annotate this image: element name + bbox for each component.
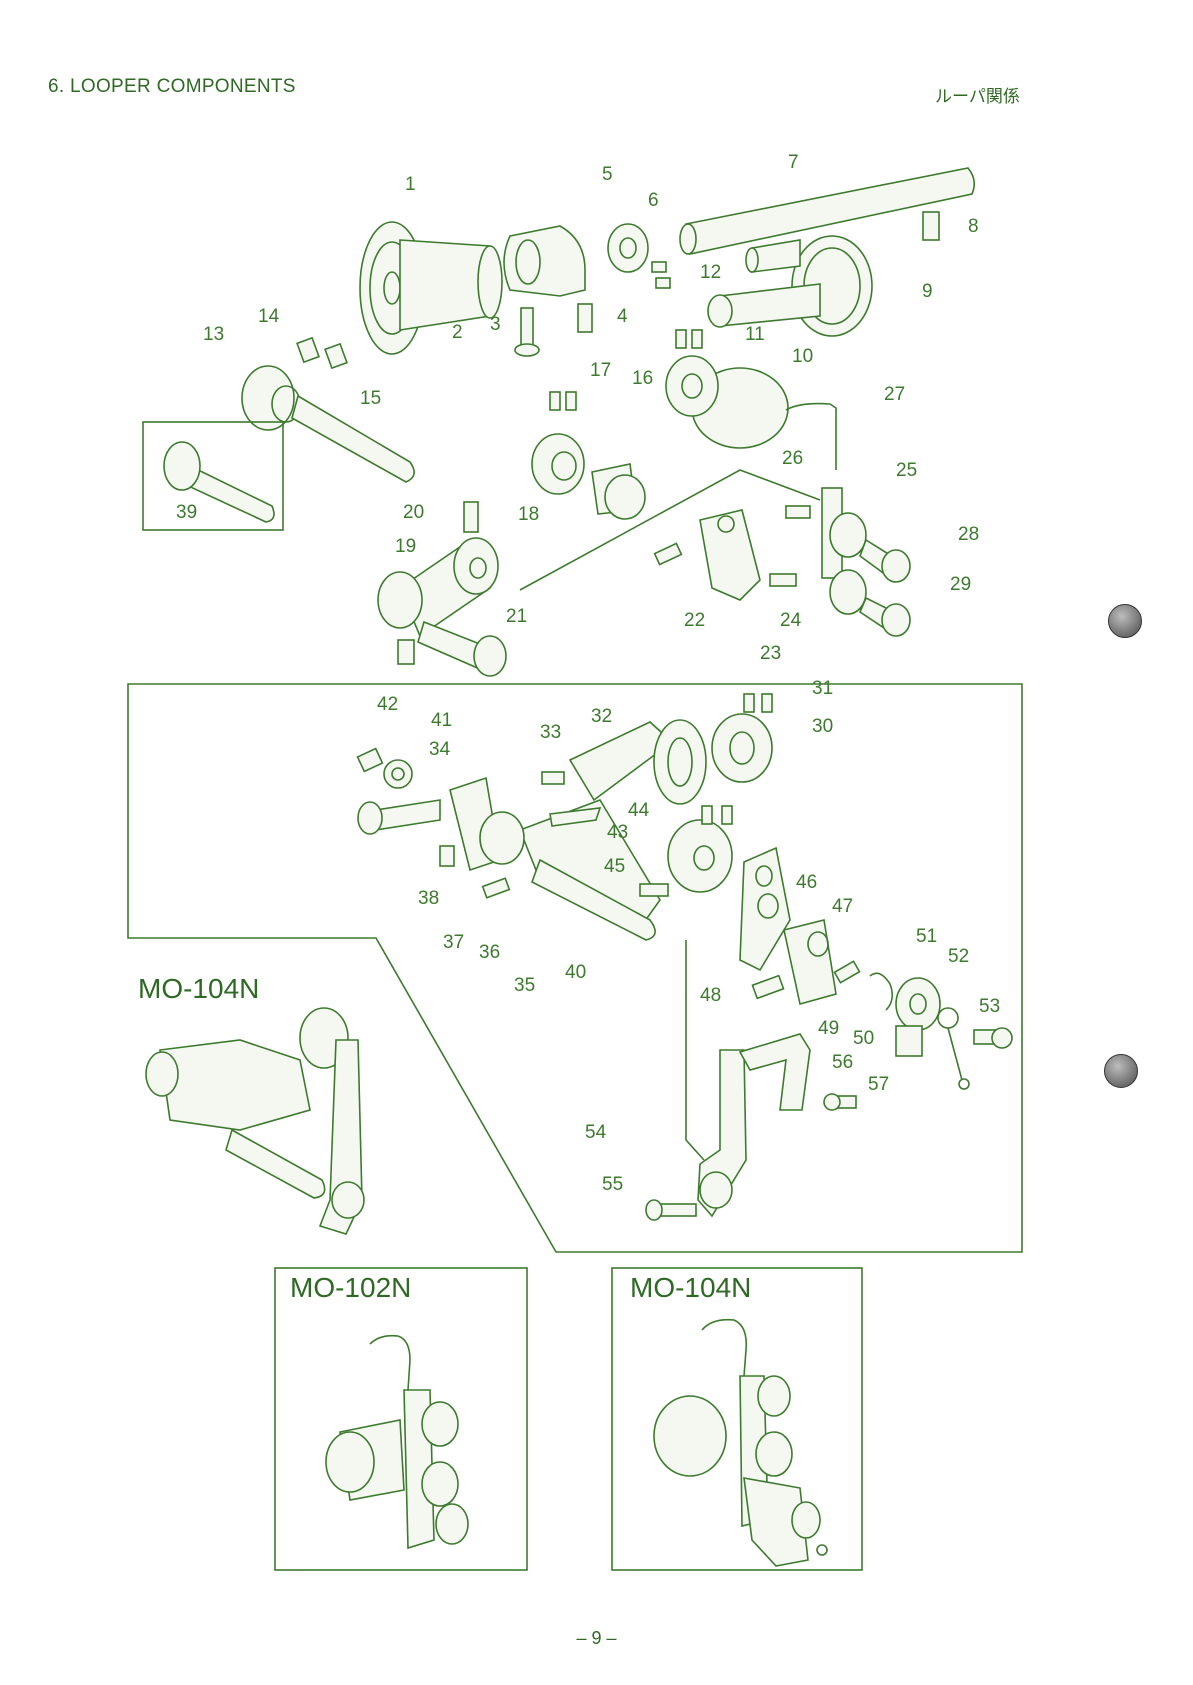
part-number-label: 7	[788, 152, 799, 173]
mo102n-assembly	[326, 1336, 468, 1548]
part-number-label: 22	[684, 610, 705, 631]
part-number-label: 53	[979, 996, 1000, 1017]
part-number-label: 16	[632, 368, 653, 389]
part-number-label: 40	[565, 962, 586, 983]
model-label-mo102n: MO-102N	[290, 1272, 411, 1303]
part-number-label: 5	[602, 164, 613, 185]
bevel-gear-part	[360, 222, 502, 354]
part-number-label: 57	[868, 1074, 889, 1095]
part-number-label: 33	[540, 722, 561, 743]
part-number-label: 56	[832, 1052, 853, 1073]
part-number-label: 34	[429, 739, 451, 760]
part-number-label: 31	[812, 678, 833, 699]
part-number-label: 49	[818, 1018, 839, 1039]
part-number-label: 38	[418, 888, 439, 909]
part-number-label: 51	[916, 926, 937, 947]
part-number-label: 3	[490, 314, 501, 335]
looper-crank-part	[504, 226, 585, 296]
part-number-label: 23	[760, 643, 781, 664]
part-number-label: 20	[403, 502, 424, 523]
page-number: – 9 –	[0, 1628, 1193, 1649]
part-number-label: 50	[853, 1028, 874, 1049]
model-label-inset: MO-104N	[138, 973, 259, 1004]
part-number-label: 37	[443, 932, 464, 953]
part-number-label: 19	[395, 536, 416, 557]
part-number-label: 45	[604, 856, 625, 877]
part-number-label: 39	[176, 502, 197, 523]
part-number-label: 9	[922, 281, 933, 302]
part-number-label: 1	[405, 174, 416, 195]
binder-hole-lower	[1104, 1054, 1138, 1088]
part-number-label: 44	[628, 800, 650, 821]
part-number-label: 25	[896, 460, 917, 481]
part-number-label: 2	[452, 322, 463, 343]
part-number-label: 47	[832, 896, 853, 917]
part-number-label: 13	[203, 324, 224, 345]
part-number-label: 11	[745, 324, 765, 345]
part-number-label: 28	[958, 524, 979, 545]
part-number-label: 27	[884, 384, 905, 405]
model-label-mo104n: MO-104N	[630, 1272, 751, 1303]
part-number-label: 30	[812, 716, 833, 737]
part-number-label: 4	[617, 306, 628, 327]
part-number-label: 26	[782, 448, 803, 469]
inset-assembly-left	[146, 1008, 364, 1234]
part-number-label: 52	[948, 946, 969, 967]
part-number-label: 10	[792, 346, 813, 367]
binder-hole-upper	[1108, 604, 1142, 638]
part-number-label: 8	[968, 216, 979, 237]
part-number-label: 54	[585, 1122, 607, 1143]
part-number-label: 42	[377, 694, 398, 715]
part-number-label: 14	[258, 306, 280, 327]
mo104n-assembly	[654, 1320, 827, 1566]
part-number-label: 12	[700, 262, 721, 283]
part-number-label: 48	[700, 985, 721, 1006]
part-number-label: 43	[607, 822, 628, 843]
part-number-label: 32	[591, 706, 612, 727]
part-number-label: 36	[479, 942, 500, 963]
part-number-label: 29	[950, 574, 971, 595]
part-number-label: 21	[506, 606, 527, 627]
part-number-label: 46	[796, 872, 817, 893]
part-number-label: 35	[514, 975, 535, 996]
part-number-label: 24	[780, 610, 802, 631]
part-number-label: 18	[518, 504, 539, 525]
part-number-label: 41	[431, 710, 452, 731]
part-number-label: 15	[360, 388, 381, 409]
part-number-label: 55	[602, 1174, 623, 1195]
part-number-label: 6	[648, 190, 659, 211]
part-number-label: 17	[590, 360, 611, 381]
